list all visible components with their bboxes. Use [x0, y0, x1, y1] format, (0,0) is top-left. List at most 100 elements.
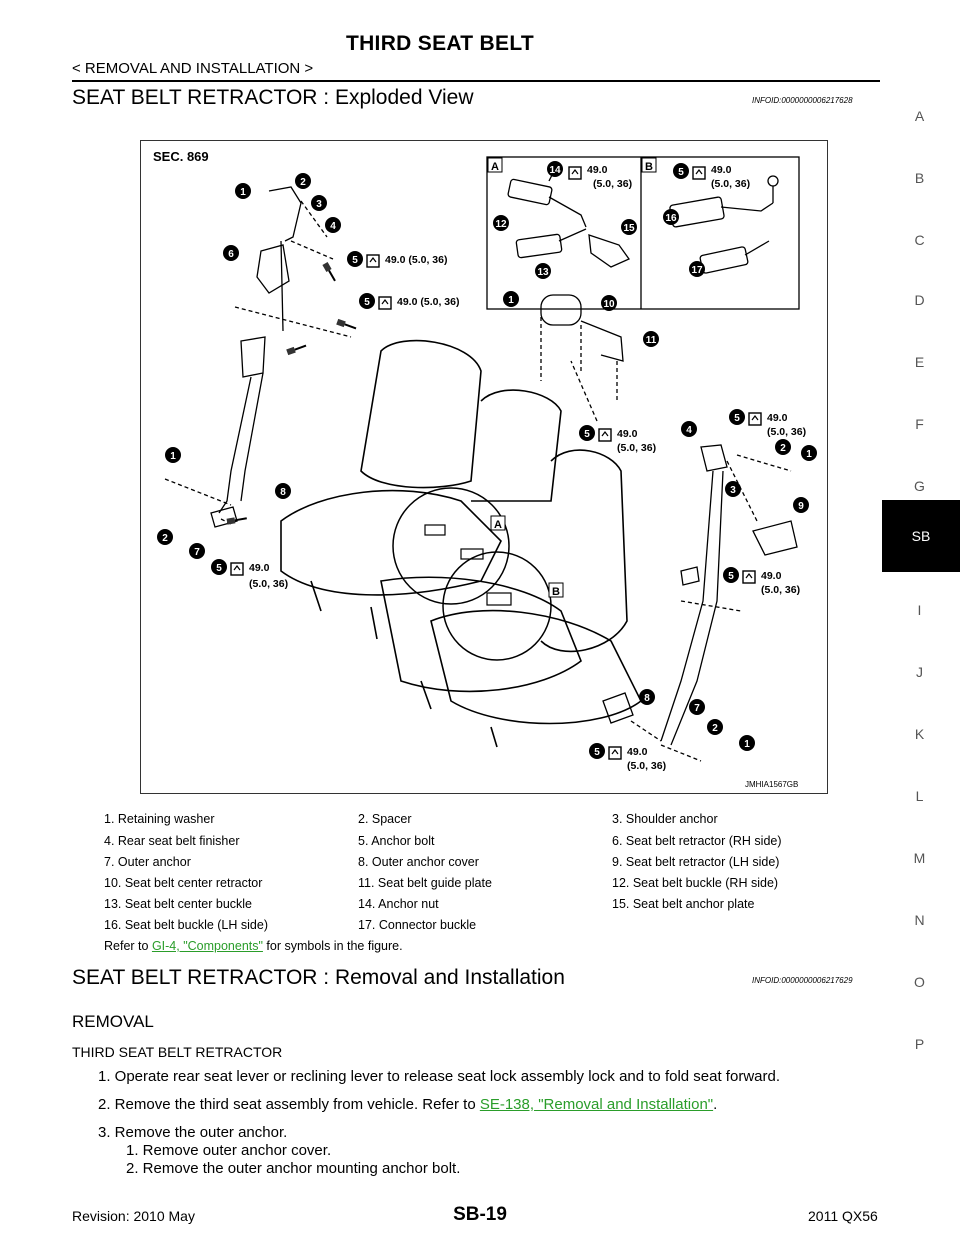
components-link[interactable]: GI-4, "Components" — [151, 939, 263, 953]
exploded-view-figure: SEC. 869 A B — [140, 140, 828, 794]
callout-16: 16 — [663, 209, 679, 225]
side-tab-sb-active[interactable]: SB — [882, 500, 960, 572]
se-138-link[interactable]: SE-138, "Removal and Installation" — [479, 1096, 714, 1113]
svg-text:8: 8 — [280, 487, 286, 498]
torque-labels: 49.0 (5.0, 36) 49.0 (5.0, 36) 49.0 (5.0,… — [230, 164, 806, 772]
side-tab-a[interactable]: A — [914, 108, 925, 124]
svg-text:49.0: 49.0 — [627, 746, 648, 758]
callout-5g: 5 — [723, 567, 739, 583]
callout-b-label: B — [552, 586, 560, 598]
svg-text:1: 1 — [508, 295, 514, 306]
callout-4: 4 — [325, 217, 341, 233]
svg-text:49.0 (5.0, 36): 49.0 (5.0, 36) — [397, 296, 459, 308]
callout-2c: 2 — [775, 439, 791, 455]
callout-7b: 7 — [689, 699, 705, 715]
page-number: SB-19 — [453, 1204, 507, 1225]
side-tab-i[interactable]: I — [917, 602, 922, 618]
svg-text:3: 3 — [730, 485, 736, 496]
exploded-view-drawing: SEC. 869 A B — [153, 149, 817, 789]
svg-text:10: 10 — [603, 299, 615, 310]
svg-text:2: 2 — [300, 177, 306, 188]
svg-text:(5.0, 36): (5.0, 36) — [711, 178, 750, 190]
callout-1e: 1 — [739, 735, 755, 751]
callout-3: 3 — [311, 195, 327, 211]
callout-11: 11 — [643, 331, 659, 347]
svg-text:49.0: 49.0 — [617, 428, 638, 440]
callout-2: 2 — [295, 173, 311, 189]
svg-text:49.0 (5.0, 36): 49.0 (5.0, 36) — [385, 254, 447, 266]
callout-3b: 3 — [725, 481, 741, 497]
figure-code: JMHIA1567GB — [745, 780, 798, 789]
callout-10: 10 — [601, 295, 617, 311]
callout-5h: 5 — [589, 743, 605, 759]
model-label: 2011 QX56 — [808, 1208, 878, 1224]
side-tab-k[interactable]: K — [914, 726, 925, 742]
callout-5a: 5 — [347, 251, 363, 267]
side-tab-m[interactable]: M — [913, 850, 926, 866]
svg-text:(5.0, 36): (5.0, 36) — [593, 178, 632, 190]
legend-item: 6. Seat belt retractor (RH side) — [612, 834, 782, 848]
svg-text:11: 11 — [646, 335, 657, 346]
removal-heading: REMOVAL — [72, 1012, 154, 1031]
callout-8b: 8 — [639, 689, 655, 705]
step-2-text: 2. Remove the third seat assembly from v… — [98, 1096, 480, 1113]
svg-text:(5.0, 36): (5.0, 36) — [249, 578, 288, 590]
svg-text:3: 3 — [316, 199, 322, 210]
side-tab-o[interactable]: O — [914, 974, 925, 990]
side-tab-n[interactable]: N — [914, 912, 925, 928]
legend-item: 17. Connector buckle — [358, 918, 477, 932]
revision-label: Revision: 2010 May — [72, 1208, 195, 1224]
svg-text:13: 13 — [537, 267, 549, 278]
side-tab-g[interactable]: G — [914, 478, 925, 494]
step-2-suffix: . — [713, 1096, 718, 1113]
step-2: 2. Remove the third seat assembly from v… — [98, 1096, 717, 1113]
svg-text:(5.0, 36): (5.0, 36) — [767, 426, 806, 438]
info-id: INFOID:0000000006217628 — [752, 96, 853, 105]
svg-text:4: 4 — [330, 221, 336, 232]
legend-item: 11. Seat belt guide plate — [358, 876, 492, 890]
svg-text:16: 16 — [665, 213, 677, 224]
legend-item: 10. Seat belt center retractor — [104, 876, 263, 890]
callout-17: 17 — [689, 261, 705, 277]
legend-item: 13. Seat belt center buckle — [104, 897, 253, 911]
svg-text:2: 2 — [780, 443, 786, 454]
legend-item: 9. Seat belt retractor (LH side) — [612, 855, 780, 869]
svg-text:49.0: 49.0 — [711, 164, 732, 176]
breadcrumb: < REMOVAL AND INSTALLATION > — [72, 60, 314, 77]
callout-1b: 1 — [165, 447, 181, 463]
svg-text:1: 1 — [240, 187, 246, 198]
svg-text:6: 6 — [228, 249, 234, 260]
callout-5f: 5 — [729, 409, 745, 425]
side-tab-l[interactable]: L — [915, 788, 924, 804]
svg-text:12: 12 — [495, 219, 507, 230]
detail-b-label: B — [645, 161, 653, 173]
side-tab-p[interactable]: P — [914, 1036, 925, 1052]
side-tab-b[interactable]: B — [914, 170, 925, 186]
info-id: INFOID:0000000006217629 — [752, 976, 853, 985]
callout-numbers: 1 2 3 4 5 6 5 1 2 7 8 5 1 10 11 5 14 12 … — [157, 161, 817, 759]
step-1: 1. Operate rear seat lever or reclining … — [98, 1068, 780, 1085]
callout-1d: 1 — [801, 445, 817, 461]
callout-circle-a — [392, 487, 510, 605]
page-title: THIRD SEAT BELT — [345, 32, 535, 55]
detail-a-label: A — [491, 161, 499, 173]
svg-text:49.0: 49.0 — [249, 562, 270, 574]
svg-text:1: 1 — [744, 739, 750, 750]
side-tab-c[interactable]: C — [914, 232, 925, 248]
callout-circle-b — [442, 551, 552, 661]
svg-text:8: 8 — [644, 693, 650, 704]
section-heading-removal-installation: SEAT BELT RETRACTOR : Removal and Instal… — [72, 966, 565, 989]
svg-text:(5.0, 36): (5.0, 36) — [617, 442, 656, 454]
svg-text:49.0: 49.0 — [761, 570, 782, 582]
side-tab-f[interactable]: F — [915, 416, 924, 432]
legend-item: 14. Anchor nut — [358, 897, 439, 911]
refer-suffix: for symbols in the figure. — [262, 939, 403, 953]
side-tab-d[interactable]: D — [914, 292, 925, 308]
legend-item: 2. Spacer — [358, 812, 412, 826]
legend-item: 8. Outer anchor cover — [358, 855, 479, 869]
side-tab-e[interactable]: E — [914, 354, 925, 370]
side-tab-j[interactable]: J — [916, 664, 923, 680]
detail-b-buckles — [669, 175, 779, 274]
callout-1: 1 — [235, 183, 251, 199]
callout-a-label: A — [494, 519, 502, 531]
